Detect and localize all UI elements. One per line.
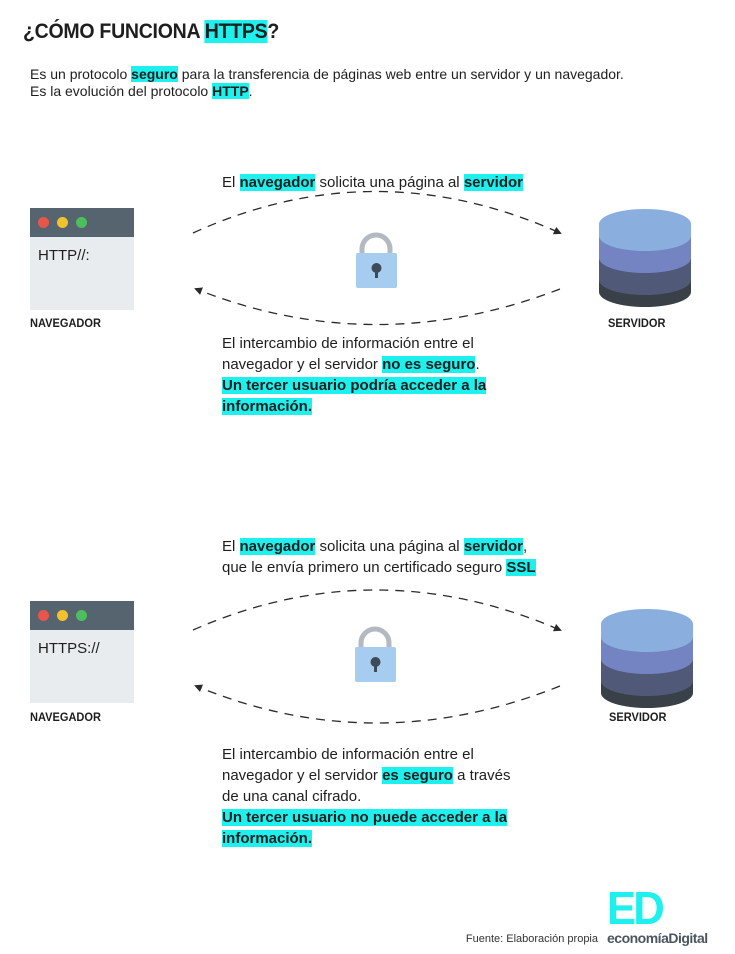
browser-window-icon: HTTPS://	[30, 601, 134, 703]
close-dot-icon	[38, 610, 49, 621]
caption-text: navegador y el servidor	[222, 767, 383, 784]
dashed-arrow-icon	[192, 589, 562, 632]
intro-highlight-http: HTTP	[212, 83, 249, 99]
maximize-dot-icon	[76, 610, 87, 621]
browser-label: NAVEGADOR	[30, 710, 101, 724]
database-server-icon	[601, 609, 693, 708]
title-highlight: HTTPS	[204, 20, 268, 43]
dashed-arrow-icon	[194, 684, 561, 724]
caption-text: a través	[452, 767, 511, 784]
minimize-dot-icon	[57, 217, 68, 228]
caption-text: .	[475, 356, 480, 373]
database-server-icon	[599, 209, 691, 307]
caption-text: navegador y el servidor	[222, 356, 383, 373]
minimize-dot-icon	[57, 610, 68, 621]
logo-name: economíaDigital	[607, 930, 708, 946]
highlight-safe: información.	[222, 830, 313, 847]
highlight-servidor: servidor	[463, 538, 524, 555]
page-title: ¿CÓMO FUNCIONA HTTPS?	[23, 20, 279, 44]
intro-text-part: Es la evolución del protocolo	[30, 83, 213, 99]
maximize-dot-icon	[76, 217, 87, 228]
browser-label: NAVEGADOR	[30, 316, 101, 330]
close-dot-icon	[38, 217, 49, 228]
caption-text: El	[222, 538, 240, 555]
intro-text-part: para la transferencia de páginas web ent…	[177, 66, 624, 82]
browser-title-bar	[30, 208, 134, 237]
server-label: SERVIDOR	[609, 710, 667, 724]
intro-highlight-seguro: seguro	[131, 66, 178, 82]
intro-text-part: .	[248, 83, 253, 99]
caption-text: ,	[523, 538, 528, 555]
dashed-arrow-icon	[192, 190, 562, 235]
padlock-icon	[356, 232, 397, 288]
caption-line: El intercambio de información entre el	[222, 746, 474, 763]
padlock-icon	[355, 626, 396, 682]
highlight-ssl: SSL	[506, 559, 536, 576]
caption-text: solicita una página al	[315, 174, 464, 191]
highlight-navegador: navegador	[239, 538, 316, 555]
highlight-warning: información.	[222, 398, 313, 415]
intro-text-part: Es un protocolo	[30, 66, 132, 82]
source-note: Fuente: Elaboración propia	[465, 933, 598, 945]
browser-title-bar	[30, 601, 134, 630]
highlight-navegador: navegador	[239, 174, 316, 191]
highlight-servidor: servidor	[463, 174, 524, 191]
caption-line: de una canal cifrado.	[222, 788, 362, 805]
browser-url: HTTP//:	[38, 247, 90, 264]
dashed-arrow-icon	[194, 287, 561, 326]
http-result-caption: El intercambio de información entre el n…	[222, 333, 487, 417]
title-suffix: ?	[267, 20, 279, 43]
highlight-warning: Un tercer usuario podría acceder a la	[222, 377, 487, 394]
server-label: SERVIDOR	[608, 316, 666, 330]
https-request-caption: El navegador solicita una página al serv…	[222, 536, 536, 578]
browser-url: HTTPS://	[38, 640, 100, 657]
https-result-caption: El intercambio de información entre el n…	[222, 744, 511, 849]
title-prefix: ¿CÓMO FUNCIONA	[23, 20, 205, 43]
intro-text: Es un protocolo seguro para la transfere…	[30, 66, 710, 100]
caption-text: El	[222, 174, 240, 191]
highlight-safe: Un tercer usuario no puede acceder a la	[222, 809, 508, 826]
caption-text: que le envía primero un certificado segu…	[222, 559, 507, 576]
http-request-caption: El navegador solicita una página al serv…	[222, 172, 524, 193]
logo-mark: ED	[607, 882, 665, 934]
browser-window-icon: HTTP//:	[30, 208, 134, 310]
caption-line: El intercambio de información entre el	[222, 335, 474, 352]
caption-text: solicita una página al	[315, 538, 464, 555]
highlight-es-seguro: es seguro	[382, 767, 453, 784]
highlight-no-es-seguro: no es seguro	[382, 356, 476, 373]
